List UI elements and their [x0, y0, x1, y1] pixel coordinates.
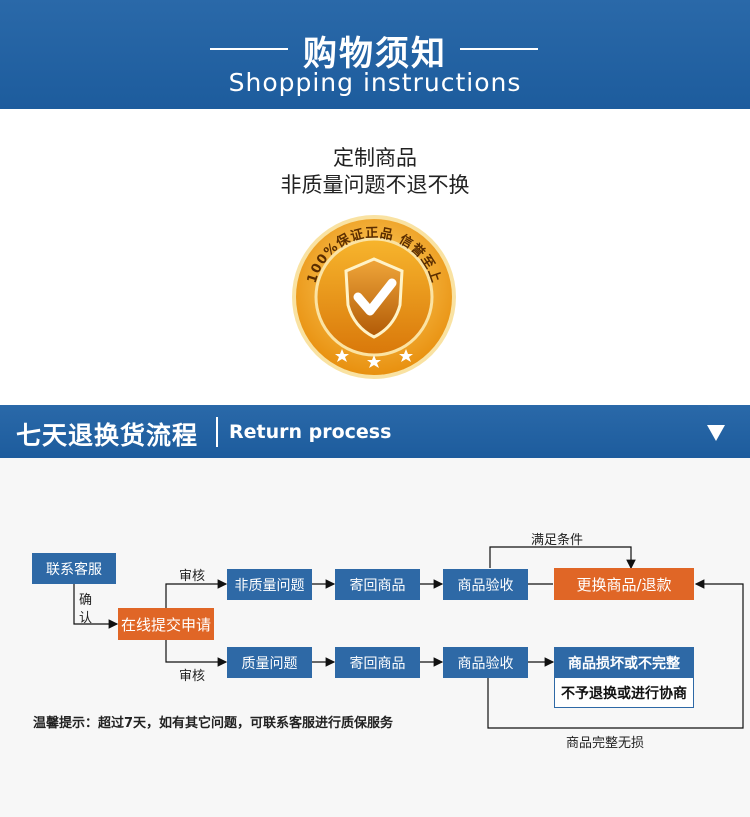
exchange-refund-step: 更换商品/退款	[554, 568, 694, 600]
damaged-goods-step: 商品损坏或不完整	[554, 647, 694, 678]
contact-service-step: 联系客服	[32, 553, 116, 584]
reminder-tip: 温馨提示：超过7天，如有其它问题，可联系客服进行质保服务	[33, 716, 394, 731]
custom-product-notice: 定制商品 非质量问题不退不换 100%保证正品 信誉至上	[0, 109, 750, 405]
shield-check-icon: 100%保证正品 信誉至上	[292, 215, 456, 379]
custom-notice-line1: 定制商品	[333, 146, 417, 170]
header-divider-right	[460, 48, 538, 50]
confirm-label-1: 确	[79, 593, 93, 608]
confirm-label-2: 认	[79, 611, 93, 626]
review-label-top: 审核	[179, 569, 206, 584]
section-title-divider	[216, 417, 218, 447]
inspect-goods-step-bottom: 商品验收	[443, 647, 528, 678]
review-label-bottom: 审核	[179, 669, 206, 684]
triangle-down-icon[interactable]	[707, 425, 725, 441]
flow-connectors	[73, 546, 744, 729]
page-title: 购物须知	[303, 34, 447, 74]
section-title-cn: 七天退换货流程	[16, 421, 199, 450]
section-title-en: Return process	[229, 421, 392, 443]
return-goods-step-top: 寄回商品	[335, 569, 420, 600]
meet-condition-label: 满足条件	[531, 533, 584, 548]
custom-notice-line2: 非质量问题不退不换	[280, 173, 470, 197]
header-banner: 购物须知 Shopping instructions	[0, 0, 750, 109]
header-divider-left	[210, 48, 288, 50]
quality-issue-step: 质量问题	[227, 647, 312, 678]
return-goods-step-bottom: 寄回商品	[335, 647, 420, 678]
return-process-section-bar: 七天退换货流程 Return process	[0, 405, 750, 458]
page-subtitle: Shopping instructions	[228, 68, 522, 97]
return-flow-diagram: 联系客服 确 认 在线提交申请 审核 审核 非质量问题 寄回商品 商品验收 满足…	[0, 458, 750, 817]
submit-application-step: 在线提交申请	[118, 608, 214, 640]
no-return-step: 不予退换或进行协商	[554, 678, 694, 708]
intact-goods-label: 商品完整无损	[566, 736, 645, 751]
inspect-goods-step-top: 商品验收	[443, 569, 528, 600]
non-quality-issue-step: 非质量问题	[227, 569, 312, 600]
